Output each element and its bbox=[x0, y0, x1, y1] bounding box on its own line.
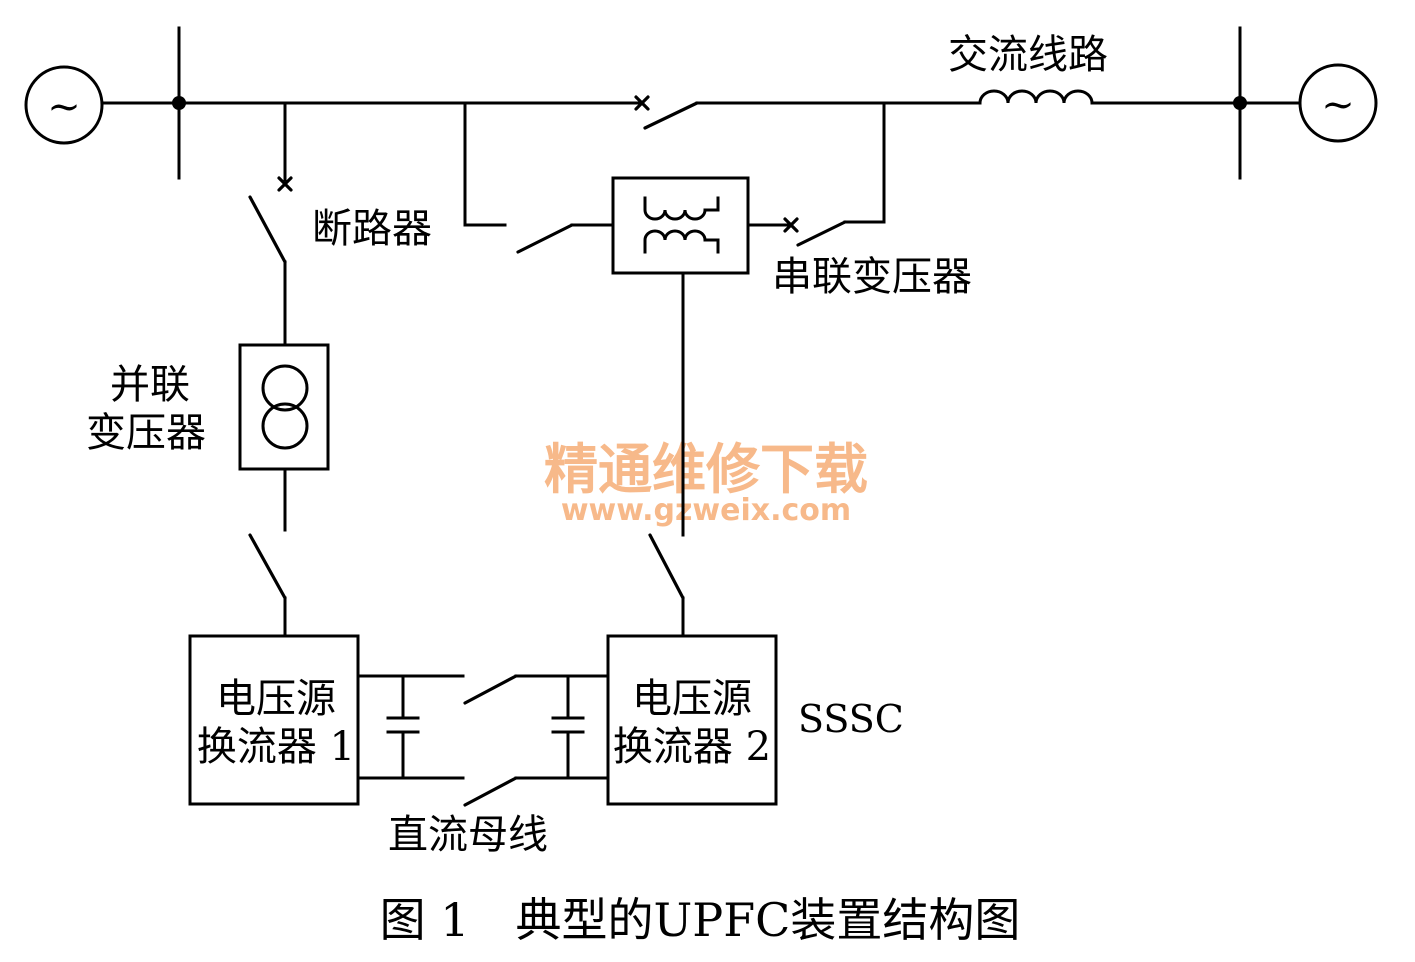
label-breaker: 断路器 bbox=[312, 206, 432, 252]
ac-line-inductor bbox=[978, 89, 1302, 105]
label-series-transformer: 串联变压器 bbox=[772, 254, 972, 300]
converter1-label-line1: 电压源 bbox=[216, 676, 336, 722]
watermark-url: www.gzweix.com bbox=[561, 493, 851, 528]
dc-bus bbox=[356, 674, 610, 807]
left-bus bbox=[100, 26, 642, 180]
label-dc-bus: 直流母线 bbox=[388, 812, 548, 858]
series-vertical-branch bbox=[648, 271, 685, 638]
converter2-label-line1: 电压源 bbox=[632, 676, 752, 722]
converter1-label-line2: 换流器 1 bbox=[197, 724, 355, 770]
dc-capacitor-1 bbox=[386, 674, 420, 780]
label-shunt-transformer-2: 变压器 bbox=[86, 410, 206, 456]
shunt-transformer bbox=[238, 343, 330, 471]
converter-2: 电压源 换流器 2 bbox=[606, 634, 778, 806]
ac-source-left: ~ bbox=[24, 65, 104, 145]
main-line-breaker bbox=[634, 95, 982, 130]
source-left-symbol: ~ bbox=[47, 84, 81, 130]
watermark-title: 精通维修下载 bbox=[544, 438, 868, 501]
series-left-branch bbox=[463, 101, 615, 254]
series-right-branch bbox=[746, 101, 886, 247]
watermark: 精通维修下载 www.gzweix.com bbox=[544, 438, 868, 528]
figure-caption: 图 1 典型的UPFC装置结构图 bbox=[380, 893, 1021, 947]
source-right-symbol: ~ bbox=[1321, 82, 1355, 128]
label-sssc: SSSC bbox=[798, 697, 904, 741]
label-ac-line: 交流线路 bbox=[948, 32, 1108, 78]
right-bus bbox=[1233, 26, 1247, 180]
converter2-label-line2: 换流器 2 bbox=[613, 724, 771, 770]
dc-capacitor-2 bbox=[551, 674, 585, 780]
converter-1: 电压源 换流器 1 bbox=[188, 634, 360, 806]
shunt-branch bbox=[248, 101, 293, 347]
ac-source-right: ~ bbox=[1298, 63, 1378, 143]
label-shunt-transformer-1: 并联 bbox=[110, 362, 190, 408]
series-transformer bbox=[611, 176, 750, 275]
shunt-lower-branch bbox=[248, 467, 287, 638]
